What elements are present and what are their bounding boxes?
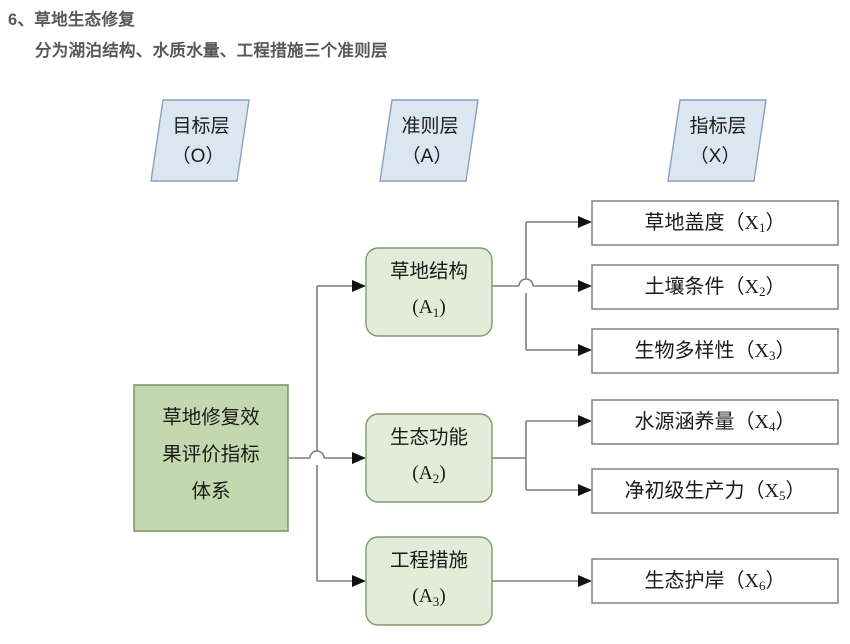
- goal-layer-header-title: 目标层: [172, 115, 229, 137]
- indicator-node-x6-code-close: ）: [765, 569, 785, 592]
- indicator-node-x6-code-sub: 6: [759, 578, 766, 593]
- indicator-node-x1[interactable]: 草地盖度（X1）: [591, 200, 839, 246]
- criteria-node-a1-code: (A1): [412, 297, 446, 320]
- indicator-node-x3-text: 生物多样性（X3）: [635, 339, 796, 363]
- criteria-node-a2-code-sub: 2: [433, 471, 440, 486]
- indicator-node-x4-code-sub: 4: [769, 419, 776, 434]
- criteria-layer-header-shape: [379, 99, 479, 182]
- indicator-node-x4-text: 水源涵养量（X4）: [635, 410, 796, 434]
- indicator-node-x3-code-close: ）: [775, 339, 795, 362]
- goal-node-line-1: 草地修复效: [162, 406, 260, 428]
- indicator-node-x2-code-sub: 2: [759, 284, 766, 299]
- arrowhead-a1-to-x2: [578, 280, 592, 292]
- indicator-node-x2-code-close: ）: [765, 275, 785, 298]
- indicator-node-x6[interactable]: 生态护岸（X6）: [591, 558, 839, 604]
- indicator-node-x1-code-open: （X: [725, 211, 760, 234]
- criteria-node-a1-code-sub: 1: [433, 305, 440, 320]
- criteria-node-a2-shape: [365, 413, 493, 503]
- indicator-node-x4-code-open: （X: [735, 410, 770, 433]
- indicator-node-x5-code-open: （X: [745, 479, 780, 502]
- indicator-node-x1-code-close: ）: [765, 211, 785, 234]
- goal-node-line-3: 体系: [191, 480, 230, 502]
- criteria-node-a3[interactable]: 工程措施 (A3): [365, 536, 493, 626]
- indicator-layer-header-shape: [667, 99, 767, 182]
- indicator-node-x2-shape: [591, 264, 839, 310]
- indicator-node-x6-shape: [591, 558, 839, 604]
- indicator-layer-header[interactable]: 指标层 （X）: [667, 99, 767, 182]
- goal-node-shape: [133, 384, 289, 532]
- indicator-node-x1-code-sub: 1: [759, 220, 766, 235]
- criteria-node-a1-code-tail: ): [439, 297, 446, 318]
- arrowhead-goal-to-a3: [352, 575, 366, 587]
- arrowhead-a2-to-x5: [578, 484, 592, 496]
- indicator-node-x2[interactable]: 土壤条件（X2）: [591, 264, 839, 310]
- indicator-node-x4-shape: [591, 399, 839, 445]
- indicator-node-x4-code-close: ）: [775, 410, 795, 433]
- criteria-node-a3-shape: [365, 536, 493, 626]
- indicator-node-x5-shape: [591, 468, 839, 514]
- indicator-node-x4-label: 水源涵养量: [635, 410, 735, 433]
- indicator-node-x3-code-sub: 3: [769, 348, 776, 363]
- criteria-node-a2-label: 生态功能: [390, 426, 468, 448]
- heading-line-1: 6、草地生态修复: [8, 11, 136, 29]
- indicator-node-x5[interactable]: 净初级生产力（X5）: [591, 468, 839, 514]
- criteria-node-a3-code: (A3): [412, 586, 446, 609]
- indicator-node-x5-code-close: ）: [785, 479, 805, 502]
- criteria-node-a1-code-base: (A: [412, 297, 433, 318]
- indicator-node-x5-text: 净初级生产力（X5）: [625, 479, 806, 503]
- arrowhead-a1-to-x1: [578, 216, 592, 228]
- criteria-node-a1[interactable]: 草地结构 (A1): [365, 247, 493, 337]
- goal-node[interactable]: 草地修复效 果评价指标 体系: [133, 384, 289, 532]
- edges-a1-to-indicators: [492, 216, 592, 356]
- indicator-node-x2-label: 土壤条件: [645, 275, 725, 298]
- arrowhead-goal-to-a2: [352, 452, 366, 464]
- criteria-node-a3-code-tail: ): [439, 586, 446, 607]
- criteria-node-a3-label: 工程措施: [390, 549, 468, 571]
- criteria-node-a1-shape: [365, 247, 493, 337]
- edges-goal-to-criteria: [288, 280, 366, 587]
- heading-line-2: 分为湖泊结构、水质水量、工程措施三个准则层: [35, 42, 388, 60]
- goal-layer-header-shape: [150, 99, 250, 182]
- indicator-node-x1-text: 草地盖度（X1）: [645, 211, 786, 235]
- arrowhead-a2-to-x4: [578, 415, 592, 427]
- criteria-node-a2-code-tail: ): [439, 463, 446, 484]
- goal-layer-header-code: （O）: [172, 145, 225, 167]
- indicator-node-x2-code-open: （X: [725, 275, 760, 298]
- indicator-node-x3-label: 生物多样性: [635, 339, 735, 362]
- indicator-node-x5-label: 净初级生产力: [625, 479, 745, 502]
- indicator-node-x6-text: 生态护岸（X6）: [645, 569, 786, 593]
- criteria-node-a2-code: (A2): [412, 463, 446, 486]
- indicator-node-x4[interactable]: 水源涵养量（X4）: [591, 399, 839, 445]
- criteria-layer-header-code: （A）: [402, 145, 453, 167]
- criteria-node-a2[interactable]: 生态功能 (A2): [365, 413, 493, 503]
- indicator-node-x5-code-sub: 5: [779, 488, 786, 503]
- indicator-node-x3-code-open: （X: [735, 339, 770, 362]
- arrowhead-a1-to-x3: [578, 344, 592, 356]
- indicator-node-x3-shape: [591, 328, 839, 374]
- arrowhead-a3-to-x6: [578, 575, 592, 587]
- indicator-node-x6-label: 生态护岸: [645, 569, 725, 592]
- arrowhead-goal-to-a1: [352, 280, 366, 292]
- criteria-layer-header[interactable]: 准则层 （A）: [379, 99, 479, 182]
- indicator-node-x1-shape: [591, 200, 839, 246]
- goal-node-line-2: 果评价指标: [162, 443, 260, 465]
- edges-a3-to-indicators: [492, 575, 592, 587]
- indicator-layer-header-title: 指标层: [689, 115, 746, 137]
- criteria-layer-header-title: 准则层: [401, 115, 458, 137]
- criteria-node-a2-code-base: (A: [412, 463, 433, 484]
- edges-a2-to-indicators: [492, 415, 592, 496]
- criteria-node-a3-code-sub: 3: [433, 594, 440, 609]
- indicator-node-x2-text: 土壤条件（X2）: [645, 275, 786, 299]
- criteria-node-a1-label: 草地结构: [390, 260, 468, 282]
- indicator-node-x3[interactable]: 生物多样性（X3）: [591, 328, 839, 374]
- criteria-node-a3-code-base: (A: [412, 586, 433, 607]
- goal-layer-header[interactable]: 目标层 （O）: [150, 99, 250, 182]
- indicator-layer-header-code: （X）: [690, 145, 741, 167]
- indicator-node-x6-code-open: （X: [725, 569, 760, 592]
- indicator-node-x1-label: 草地盖度: [645, 211, 725, 234]
